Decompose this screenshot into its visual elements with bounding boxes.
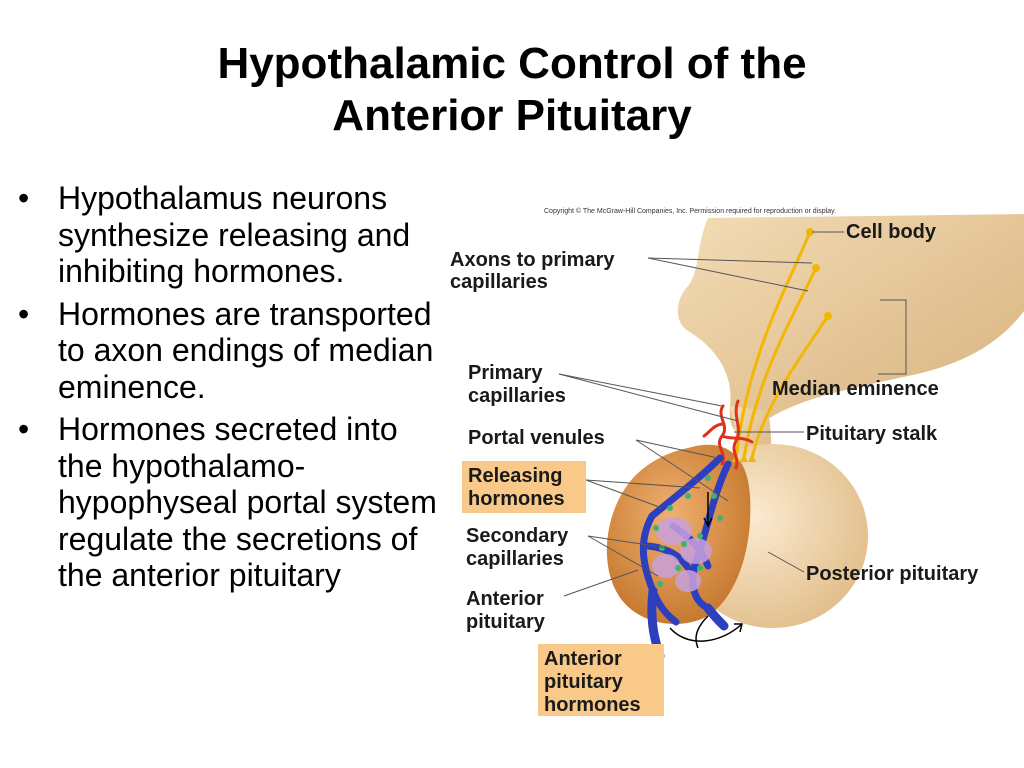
label-median-eminence: Median eminence [772, 378, 939, 400]
label-ant-hormones-line1: Anterior [544, 648, 622, 670]
bullet-text: Hypothalamus neurons synthesize releasin… [58, 180, 411, 289]
pituitary-diagram: Copyright © The McGraw-Hill Companies, I… [450, 207, 1024, 716]
bullet-item: • Hormones secreted into the hypothalamo-… [18, 411, 438, 594]
label-ant-hormones-line3: hormones [544, 694, 641, 716]
hormone-dots [653, 475, 723, 587]
flow-arrows [669, 492, 743, 649]
label-axons-line1: Axons to primary [450, 249, 615, 271]
title-line-2: Anterior Pituitary [332, 91, 692, 140]
label-portal-venules: Portal venules [468, 427, 605, 449]
label-pituitary-stalk: Pituitary stalk [806, 423, 938, 445]
releasing-hormones-box [462, 461, 586, 513]
bullet-list: • Hypothalamus neurons synthesize releasi… [18, 180, 438, 600]
label-releasing-line1: Releasing [468, 465, 562, 487]
bullet-text: Hormones secreted into the hypothalamo-h… [58, 411, 437, 593]
label-anterior-line2: pituitary [466, 611, 546, 633]
label-anterior-line1: Anterior [466, 588, 544, 610]
label-ant-hormones-line2: pituitary [544, 671, 624, 693]
bullet-item: • Hormones are transported to axon ending… [18, 296, 438, 406]
copyright-notice: Copyright © The McGraw-Hill Companies, I… [544, 207, 836, 215]
label-axons-line2: capillaries [450, 271, 548, 293]
hypothalamus-shape [677, 214, 1024, 434]
title-line-1: Hypothalamic Control of the [217, 39, 807, 88]
label-secondary-line2: capillaries [466, 548, 564, 570]
slide-title: Hypothalamic Control of the Anterior Pit… [0, 38, 1024, 142]
label-posterior-pituitary: Posterior pituitary [806, 563, 979, 585]
leader-lines [558, 231, 907, 597]
label-secondary-line1: Secondary [466, 525, 569, 547]
label-releasing-line2: hormones [468, 488, 565, 510]
anterior-pituitary-hormones-box [538, 644, 664, 716]
primary-capillaries [702, 399, 754, 470]
bullet-dot: • [18, 295, 30, 332]
secretory-cells [652, 517, 712, 592]
axon-fibers [734, 230, 830, 460]
bullet-dot: • [18, 180, 30, 216]
bullet-dot: • [18, 411, 30, 447]
label-primary-line1: Primary [468, 362, 543, 384]
label-primary-line2: capillaries [468, 385, 566, 407]
label-cell-body: Cell body [846, 221, 937, 243]
bullet-text: Hormones are transported to axon endings… [58, 295, 434, 405]
bullet-item: • Hypothalamus neurons synthesize releasi… [18, 180, 438, 290]
